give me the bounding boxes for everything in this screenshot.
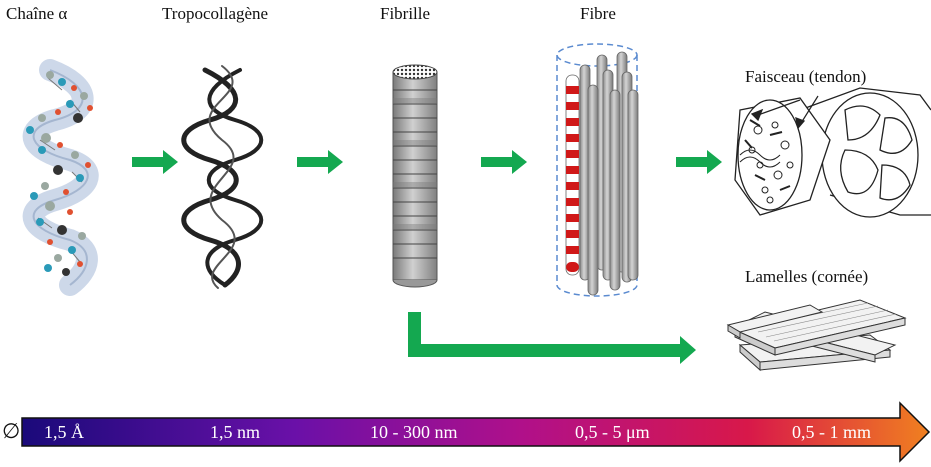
arrow-fibre-to-bundle [676,150,722,174]
arrow-fibril-to-fibre [481,150,527,174]
arrow-tropocollagen-to-fibril [297,150,343,174]
label-lamellae: Lamelles (cornée) [745,267,869,286]
fibril-cylinder [392,64,438,288]
arrow-chain-to-tropocollagen [132,150,178,174]
cornea-lamellae [726,299,907,372]
tropocollagen-helix [181,65,264,289]
alpha-chain-helix [22,59,99,296]
label-fibril: Fibrille [380,4,431,23]
process-arrows [132,150,722,364]
label-chain-alpha: Chaîne α [6,4,68,23]
tendon-bundle [734,87,931,218]
fibre-bundle [556,43,639,297]
label-bundle: Faisceau (tendon) [745,67,867,86]
scale-tick-nm: 1,5 nm [210,422,261,442]
scale-tick-angstrom: 1,5 Å [44,422,84,442]
scale-tick-micron: 0,5 - 5 μm [575,422,650,442]
scale-bar [21,401,931,463]
arrow-fibril-to-lamellae [408,312,696,364]
diameter-symbol: ∅ [2,419,21,443]
scale-tick-10-300-nm: 10 - 300 nm [370,422,458,442]
label-fibre: Fibre [580,4,616,23]
label-tropocollagen: Tropocollagène [162,4,269,23]
scale-tick-mm: 0,5 - 1 mm [792,422,871,442]
